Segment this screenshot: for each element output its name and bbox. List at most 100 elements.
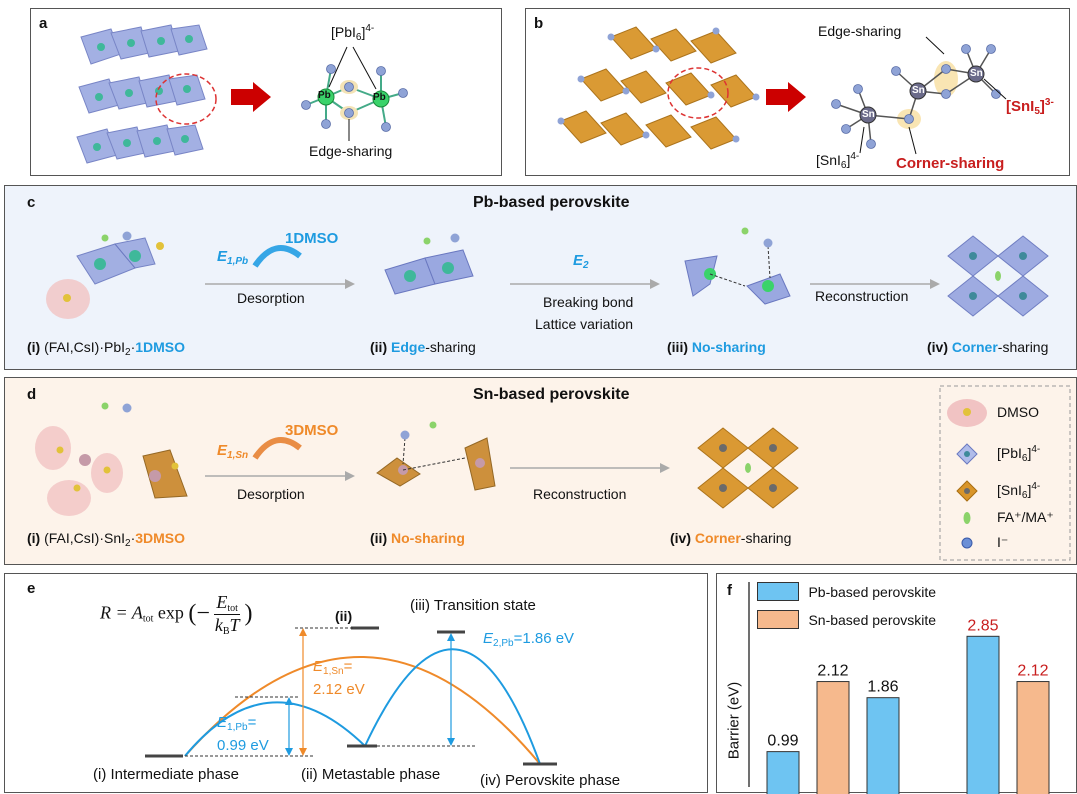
- e1sn-val: 2.12 eV: [313, 681, 365, 698]
- pb-atom-label-1: Pb: [318, 90, 331, 101]
- state-i-sn-dmso: 3DMSO: [135, 530, 186, 546]
- energy-diagram: [145, 626, 557, 766]
- panel-d-structures: [35, 385, 1071, 561]
- state-iv-pb-num: (iv): [927, 339, 948, 355]
- state-i-pb-dot: ·: [130, 339, 136, 355]
- state-i-sn-num: (i): [27, 530, 41, 546]
- sn-atom-label-2: Sn: [912, 85, 925, 96]
- e1pb-e: E: [217, 248, 228, 265]
- formula-numerator: Etot: [214, 592, 240, 615]
- dmso-3-label: 3DMSO: [285, 422, 339, 439]
- level-ii-top-label: (ii): [335, 608, 353, 624]
- reconstruction-label-d: Reconstruction: [533, 486, 627, 502]
- state-ii-pb-rest: -sharing: [425, 339, 476, 355]
- pbi6-close: ]: [361, 24, 366, 40]
- sni6-sub: 6: [840, 160, 847, 171]
- legend-pb-swatch: [757, 582, 799, 601]
- formula-fraction: Etot kBT: [214, 592, 240, 637]
- panel-c-title: Pb-based perovskite: [473, 194, 630, 211]
- legend-pb: Pb-based perovskite: [757, 582, 936, 601]
- panel-e: e R = Atot exp (− Etot kBT ) (ii) (: [4, 573, 708, 793]
- formula-t: T: [229, 615, 240, 635]
- e2pb-label: E2,Pb=1.86 eV: [483, 630, 574, 649]
- panel-a: a: [30, 8, 502, 176]
- breaking-bond-label: Breaking bond: [543, 294, 634, 310]
- panel-b-structure: [557, 26, 1007, 155]
- sn-atom-label-3: Sn: [970, 68, 983, 79]
- e2-arrow-label: E2: [573, 252, 589, 271]
- pbi6-text: [PbI: [331, 24, 356, 40]
- formula-exp: exp: [153, 602, 184, 623]
- intermediate-phase-text: (i) Intermediate phase: [93, 766, 239, 783]
- legend-pbi6-text: [PbI: [997, 445, 1022, 461]
- e1pb-label: E1,Pb= 0.99 eV: [217, 714, 269, 755]
- bar-sn-1: [816, 681, 850, 794]
- desorption-label-d: Desorption: [237, 486, 305, 502]
- pb-atom-label-2: Pb: [373, 92, 386, 103]
- bar-sn-3: [1016, 681, 1050, 794]
- legend-iodide: I⁻: [997, 534, 1009, 550]
- formula-paren-open: (−: [188, 600, 210, 627]
- state-i-pb-dmso: 1DMSO: [135, 339, 186, 355]
- e2-e: E: [573, 252, 584, 269]
- state-iv-pb-rest: -sharing: [997, 339, 1049, 355]
- sni6-label: [SnI6]4-: [816, 151, 859, 171]
- panel-b: b Edge-sharing: [525, 8, 1070, 176]
- state-i-sn: (i) (FAI,CsI)·SnI2·3DMSO: [27, 530, 185, 549]
- bar-pb-1: [766, 751, 800, 794]
- intermediate-phase-label: (i) Intermediate phase: [93, 766, 239, 783]
- panel-a-label: a: [39, 15, 48, 32]
- state-iv-sn-hl: Corner: [694, 530, 741, 546]
- e1pb-sub: 1,Pb: [227, 256, 249, 267]
- sni6-close: ]: [846, 152, 851, 168]
- sni6-sup: 4-: [850, 151, 860, 162]
- transition-state-label: (iii) Transition state: [410, 597, 536, 614]
- state-ii-sn: (ii) No-sharing: [370, 530, 465, 546]
- bar-label-pb-3: 2.85: [967, 617, 998, 634]
- formula-r: R = A: [100, 602, 143, 623]
- state-i-pb: (i) (FAI,CsI)·PbI2·1DMSO: [27, 339, 185, 358]
- panel-d: d Sn-based perovskite: [4, 377, 1077, 565]
- legend-sn-swatch: [757, 610, 799, 629]
- panel-d-label: d: [27, 386, 37, 403]
- sni5-close: ]: [1039, 98, 1045, 115]
- e2pb-val: =1.86 eV: [513, 630, 575, 647]
- dmso-1-label: 1DMSO: [285, 230, 339, 247]
- transition-state-text: (iii) Transition state: [410, 597, 536, 614]
- desorption-label-c: Desorption: [237, 290, 305, 306]
- formula-etot: tot: [227, 603, 238, 614]
- e1sn-label: E1,Sn= 2.12 eV: [313, 658, 365, 699]
- e1pb-val: 0.99 eV: [217, 737, 269, 754]
- e1pb-arrow-label: E1,Pb: [217, 248, 248, 267]
- legend-fa: FA⁺/MA⁺: [997, 509, 1054, 525]
- pbi6-sub: 6: [355, 32, 362, 43]
- state-ii-pb-hl: Edge: [391, 339, 426, 355]
- legend-pb-label: Pb-based perovskite: [808, 583, 937, 600]
- state-i-sn-formula: (FAI,CsI)·SnI: [44, 530, 126, 546]
- e2pb-sub: 2,Pb: [493, 638, 514, 649]
- formula-tot: tot: [142, 613, 154, 625]
- e2-sub: 2: [583, 260, 589, 271]
- panel-c-structures: [46, 227, 1049, 319]
- state-ii-sn-num: (ii): [370, 530, 388, 546]
- e1sn-e: E: [217, 442, 228, 459]
- e1sn-sub: 1,Sn: [227, 450, 249, 461]
- edge-sharing-label-b: Edge-sharing: [818, 23, 902, 39]
- sni5-sup: 3-: [1044, 97, 1054, 108]
- legend-sni6-sub: 6: [1021, 490, 1028, 501]
- formula-paren-close: ): [244, 600, 253, 627]
- bar-pb-3: [966, 635, 1000, 794]
- sni5-text: [SnI: [1006, 98, 1035, 115]
- state-ii-pb-num: (ii): [370, 339, 388, 355]
- state-i-pb-formula: (FAI,CsI)·PbI: [44, 339, 126, 355]
- legend-dmso: DMSO: [997, 404, 1039, 420]
- panel-e-label: e: [27, 580, 36, 597]
- bar-label-pb-1: 0.99: [767, 733, 798, 750]
- formula-denominator: kBT: [214, 615, 240, 637]
- state-iv-pb-hl: Corner: [951, 339, 998, 355]
- metastable-phase-label: (ii) Metastable phase: [301, 766, 440, 783]
- legend-sn-label: Sn-based perovskite: [808, 611, 937, 628]
- state-ii-sn-hl: No-sharing: [391, 530, 465, 546]
- bar-label-sn-1: 2.12: [817, 663, 848, 680]
